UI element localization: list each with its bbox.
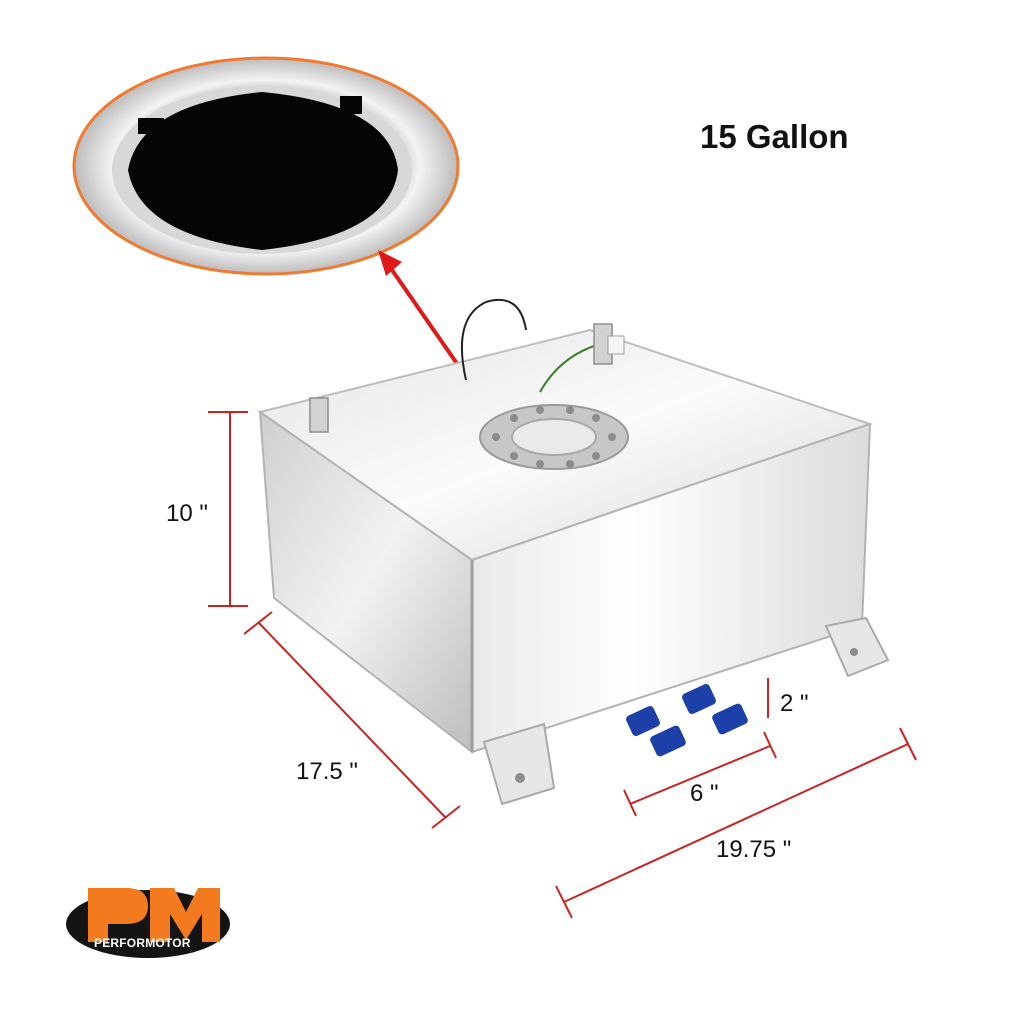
capacity-label: 15 Gallon [700,118,849,155]
filler-neck-callout [72,56,460,276]
outlet-fittings [626,684,748,757]
depth-dimension-line [257,621,447,819]
width-dimension-line [563,743,909,903]
outlet-height-label: 2 " [780,690,809,717]
outlet-spacing-label: 6 " [690,780,719,807]
depth-dimension-label: 17.5 " [296,758,358,785]
fuel-tank [257,298,890,806]
height-dimension-label: 10 " [166,500,208,527]
performotor-logo [66,888,230,958]
logo-wordmark: PERFORMOTOR [94,936,191,950]
dimension-lines [208,411,917,919]
outlet-spacing-dimension-line [629,745,771,805]
width-dimension-label: 19.75 " [716,836,792,863]
